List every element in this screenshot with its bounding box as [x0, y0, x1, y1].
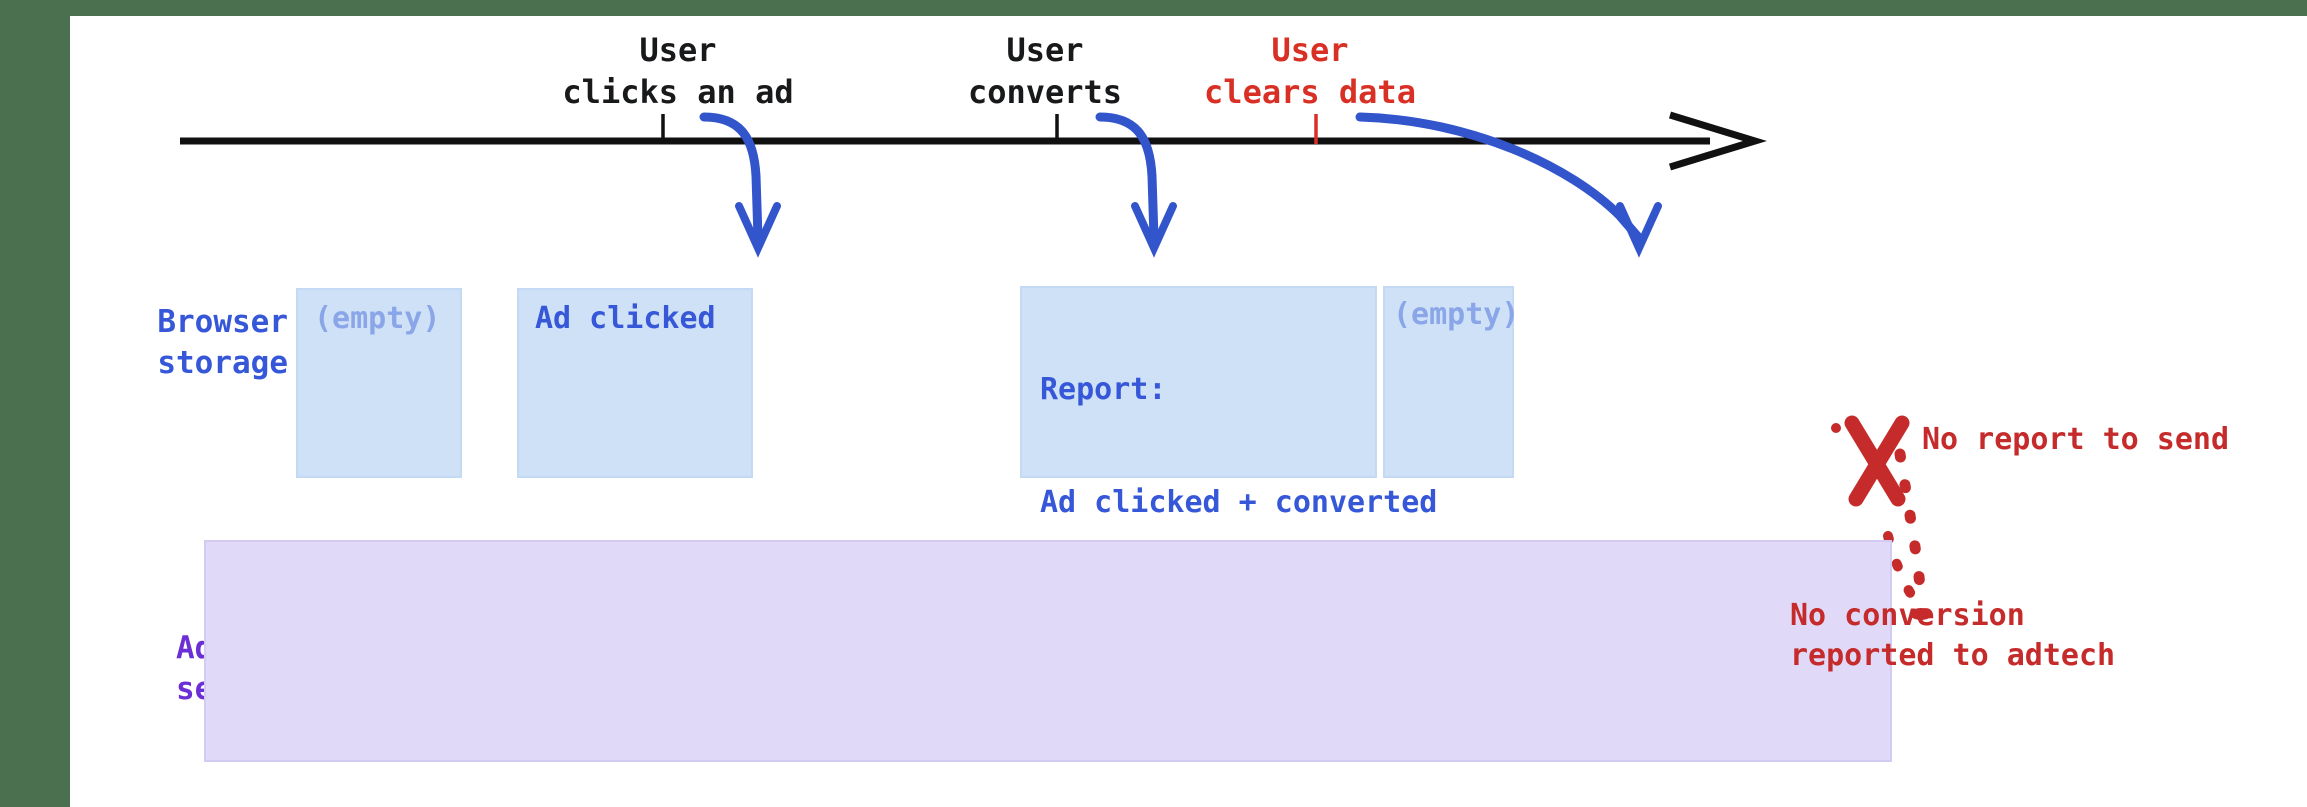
x-cross-icon — [1844, 415, 1910, 507]
report-box-detail: Ad clicked + converted — [1040, 484, 1438, 520]
report-box-title: Report: — [1040, 372, 1167, 407]
connector-arrowhead-cleared — [1616, 202, 1662, 258]
timeline-event-label-user-clears-data: User clears data — [1204, 31, 1416, 111]
page-frame-left — [0, 0, 70, 807]
connector-arrow-cleared — [1355, 112, 1644, 243]
browser-storage-box-empty-after-clear[interactable]: (empty) — [1383, 286, 1520, 478]
browser-storage-box-report-pending[interactable]: Report: Ad clicked + converted Scheduled… — [1020, 286, 1437, 632]
connector-arrowhead-ad-clicked — [735, 202, 781, 258]
connector-arrow-report — [1095, 112, 1159, 243]
adtech-server-box[interactable] — [204, 540, 1892, 762]
x-cross-spark — [1831, 423, 1841, 433]
connector-arrowhead-report — [1131, 202, 1177, 258]
dotted-blocked-arrow — [1894, 448, 1926, 592]
timeline-event-label-user-clicks-an-ad: User clicks an ad — [562, 31, 794, 111]
browser-storage-box-ad-clicked[interactable]: Ad clicked — [517, 288, 753, 478]
connector-arrow-ad-clicked — [699, 112, 763, 243]
browser-storage-box-empty-after-clear-text: (empty) — [1393, 297, 1520, 332]
time-axis-arrowhead — [1668, 111, 1767, 171]
timeline-event-label-user-converts: User converts — [967, 31, 1123, 111]
annotation-no-report-to-send: No report to send — [1922, 422, 2230, 457]
dotted-blocked-arrow-tail — [1883, 531, 1921, 607]
browser-storage-box-empty-initial[interactable]: (empty) — [296, 288, 462, 478]
diagram-canvas: User clicks an ad User converts User cle… — [70, 16, 2307, 807]
row-label-browser-storage: Browser storage — [157, 304, 288, 381]
page-frame-top — [0, 0, 2307, 16]
browser-storage-box-ad-clicked-text: Ad clicked — [535, 301, 716, 336]
browser-storage-box-empty-initial-text: (empty) — [314, 301, 441, 336]
annotation-no-conversion-reported: No conversion reported to adtech — [1790, 598, 2116, 673]
